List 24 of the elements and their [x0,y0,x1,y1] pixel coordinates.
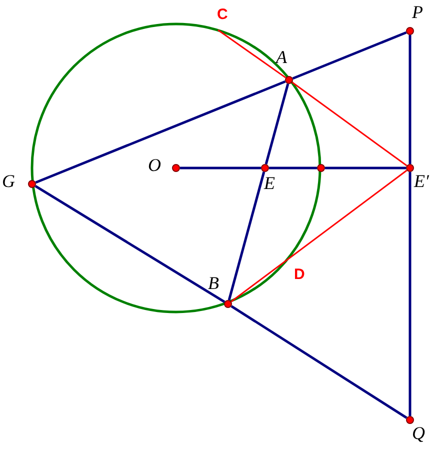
segment-label: D [294,267,305,283]
line-segment [228,172,266,300]
point-label: Q [412,424,425,442]
line-segment [408,35,412,164]
line-segment [264,84,290,164]
line-segment [34,185,226,303]
point-label: G [2,172,15,190]
line-segment [292,31,407,80]
line-segment [292,82,408,166]
point-label: O [148,156,161,174]
line-segment [180,166,261,170]
point-label: B [208,274,219,292]
point-label: P [412,3,423,21]
line-segment [218,29,286,78]
line-segment [35,80,286,184]
line-segment [230,170,408,302]
point-label: E [264,174,275,192]
line-segment [230,305,408,419]
point-label: A [276,48,287,66]
line-segment [269,166,317,170]
line-segment [408,172,412,416]
line-segment [325,166,406,170]
point-label: E′ [414,172,429,190]
point-label: C [217,6,228,24]
